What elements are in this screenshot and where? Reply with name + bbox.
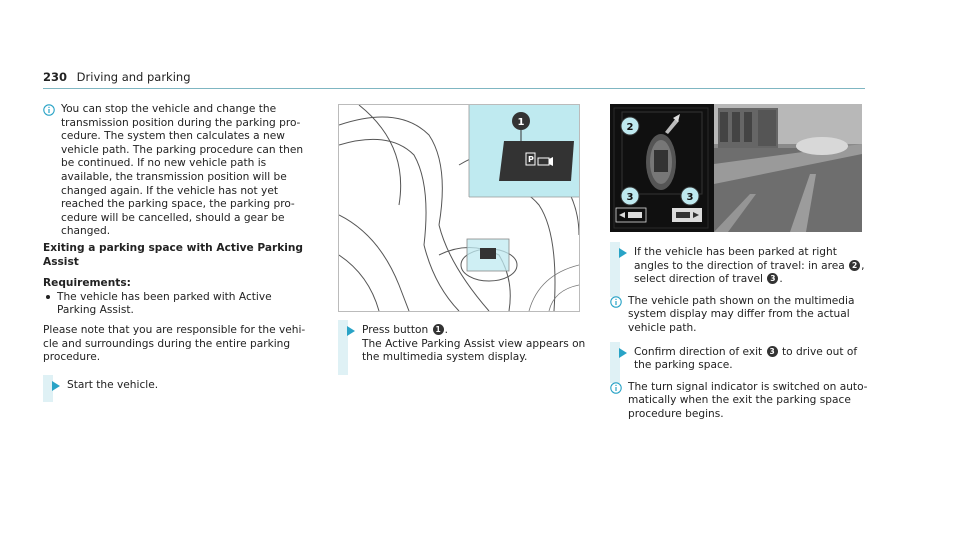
step-bar: [610, 242, 620, 297]
step-text: Press button: [362, 324, 429, 336]
callout-3a: 3: [627, 192, 634, 203]
page-header: 230 Driving and parking: [43, 70, 191, 84]
callout-badge: 2: [849, 259, 861, 271]
callout-badge: 3: [767, 273, 779, 285]
callout-2: 2: [627, 122, 634, 133]
step-arrow-icon: [52, 380, 60, 391]
multimedia-display-image: 2 3 3: [610, 104, 862, 232]
requirement-text: The vehicle has been parked with Active …: [57, 290, 272, 317]
step-arrow-icon: [619, 248, 627, 258]
info-icon: [43, 104, 55, 121]
info-note-text: The vehicle path shown on the multimedia…: [628, 294, 855, 334]
seat-lines: [528, 264, 579, 311]
info-note-text: You can stop the vehicle and change the …: [61, 103, 304, 238]
info-icon: [610, 382, 622, 399]
step-bar: [43, 374, 53, 403]
step-text-end: .: [779, 273, 783, 286]
bullet-dot: [46, 294, 50, 299]
info-note: You can stop the vehicle and change the …: [43, 103, 313, 239]
step-confirm-exit: Confirm direction of exit 3 to drive out…: [610, 341, 870, 383]
middle-column: Press button 1. The Active Parking Assis…: [338, 320, 588, 375]
info-note: The vehicle path shown on the multimedia…: [610, 295, 870, 336]
step-text-end: .: [444, 324, 448, 336]
step-result-text: The Active Parking Assist view appears o…: [362, 337, 586, 364]
console-illustration: P 1: [338, 104, 580, 312]
step-text: Start the vehicle.: [67, 378, 159, 391]
info-note: The turn signal indicator is switched on…: [610, 381, 870, 422]
section-heading: Exiting a parking space with Active Park…: [43, 241, 304, 268]
step-text: If the vehicle has been parked at right …: [634, 246, 845, 272]
section-title: Driving and parking: [76, 70, 191, 84]
step-press-button: Press button 1. The Active Parking Assis…: [338, 320, 588, 375]
step-bar: [338, 320, 348, 375]
requirement-item: The vehicle has been parked with Active …: [43, 291, 313, 318]
header-rule: [43, 88, 865, 89]
step-text-mid: , select direction of travel: [634, 259, 865, 286]
left-column: You can stop the vehicle and change the …: [43, 103, 313, 403]
info-note-text: The turn signal indicator is switched on…: [628, 380, 868, 420]
callout-1: 1: [518, 117, 525, 128]
callout-badge: 3: [766, 345, 778, 357]
info-icon: [610, 296, 622, 313]
step-select-direction: If the vehicle has been parked at right …: [610, 242, 870, 297]
step-text-end: to drive out of the parking space.: [634, 345, 858, 372]
step-bar: [610, 341, 620, 383]
step-start-vehicle: Start the vehicle.: [43, 374, 313, 403]
svg-text:P: P: [528, 155, 534, 164]
callout-3b: 3: [687, 192, 694, 203]
right-column: If the vehicle has been parked at right …: [610, 242, 870, 424]
step-text: Confirm direction of exit: [634, 345, 763, 358]
requirements-label: Requirements:: [43, 277, 131, 290]
step-arrow-icon: [619, 347, 627, 358]
step-arrow-icon: [347, 326, 355, 336]
page-number: 230: [43, 70, 68, 84]
paragraph: Please note that you are responsible for…: [43, 323, 306, 364]
callout-badge: 1: [432, 324, 444, 335]
